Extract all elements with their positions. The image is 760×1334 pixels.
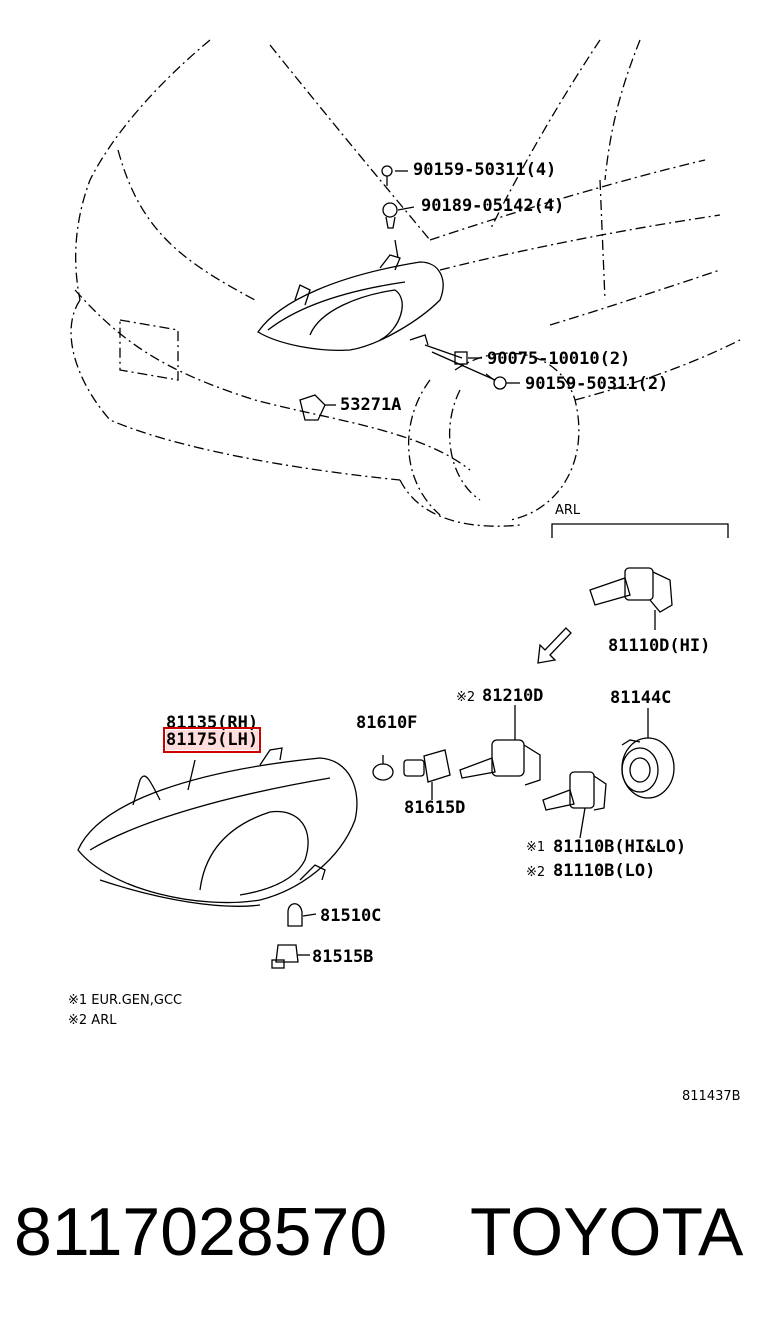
label-bulb-hilo: 81110B(HI&LO) [553,837,687,857]
label-nut: 90075-10010(2) [487,349,631,369]
label-bulb-lo: 81110B(LO) [553,861,656,881]
side-bulb-drawing [271,903,317,969]
note-2: ※2 ARL [68,1013,117,1028]
label-bulb-hilo-mark: ※1 [526,840,546,855]
label-bolt-top: 90159-50311(4) [413,160,557,180]
label-bulb-hi: 81110D(HI) [608,636,711,656]
small-bulb-drawing [372,749,451,800]
note-1: ※1 EUR.GEN,GCC [68,993,183,1008]
direction-arrow [537,627,572,664]
label-side-socket: 81515B [312,947,374,967]
footer-brand: TOYOTA [470,1194,744,1270]
hardware-icons [299,165,520,421]
label-side-bulb: 81510C [320,906,382,926]
car-body-outline [70,39,741,527]
cap-drawing [621,708,675,799]
label-socket-mark: ※2 [456,690,476,705]
label-headlamp-lh: 81175(LH) [162,727,262,753]
label-bulb-lo-mark: ※2 [526,865,546,880]
ref-code: 811437B [682,1089,741,1104]
label-bolt-side: 90159-50311(2) [525,374,669,394]
label-clip-top: 90189-05142(4) [421,196,565,216]
label-bulb-small: 81610F [356,713,418,733]
label-bracket: 53271A [340,395,402,415]
label-socket: 81210D [482,686,544,706]
footer-part-number: 8117028570 [14,1194,388,1270]
bulb-hi-drawing [589,567,673,630]
arl-bracket [551,523,729,538]
socket-drawing [459,705,541,786]
upper-headlamp-drawing [257,239,496,381]
headlamp-drawing [77,747,358,907]
label-cap: 81144C [610,688,672,708]
parts-diagram [70,39,741,969]
label-headlamp-rh: 81135(RH) [166,713,259,733]
label-arl: ARL [555,503,581,518]
label-socket-small: 81615D [404,798,466,818]
bulb-hilo-drawing [542,771,607,839]
